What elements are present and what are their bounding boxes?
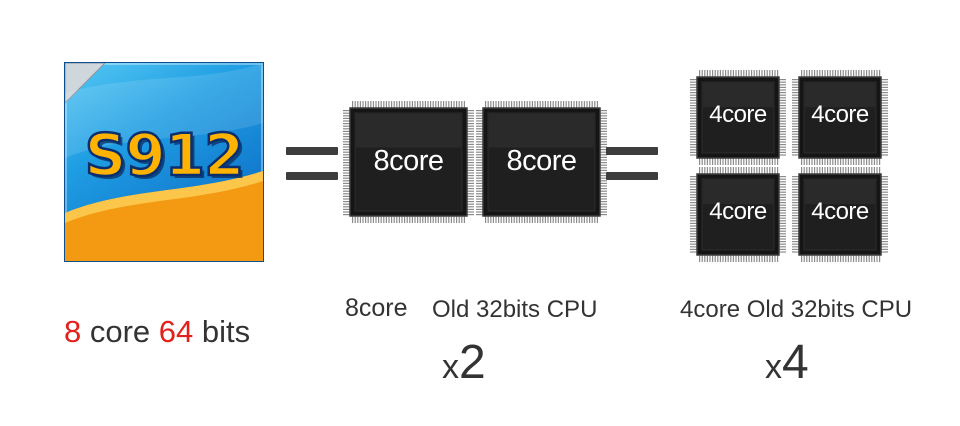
s912-caption-bit-count: 64 bbox=[158, 314, 194, 349]
s912-chip-label: S912 bbox=[83, 120, 245, 191]
group-8core-caption-a: 8core bbox=[345, 294, 408, 322]
chip-4core-2-label: 4core bbox=[811, 101, 869, 128]
group-8core-multiplier-number: 2 bbox=[459, 336, 486, 389]
chip-4core-2-graphic bbox=[792, 70, 888, 165]
s912-caption: 8 core 64 bits bbox=[64, 314, 250, 350]
group-4core-caption: 4core Old 32bits CPU bbox=[680, 296, 913, 323]
equals-sign-2 bbox=[606, 143, 658, 183]
s912-chip-background bbox=[65, 63, 263, 261]
chip-4core-3-graphic bbox=[690, 167, 786, 262]
group-4core-multiplier: x4 bbox=[765, 335, 809, 390]
chip-4core-3: 4core bbox=[690, 167, 786, 262]
chip-4core-3-label: 4core bbox=[709, 198, 767, 225]
chip-4core-4-graphic bbox=[792, 167, 888, 262]
chip-4core-4: 4core bbox=[792, 167, 888, 262]
chip-8core-2: 8core bbox=[476, 101, 607, 223]
chip-4core-1-label: 4core bbox=[709, 101, 767, 128]
group-4core-multiplier-x: x bbox=[765, 348, 782, 386]
chip-4core-1: 4core bbox=[690, 70, 786, 165]
s912-chip-image: S912 bbox=[64, 62, 264, 262]
group-4core-multiplier-number: 4 bbox=[782, 336, 809, 389]
group-8core-caption-b: Old 32bits CPU bbox=[432, 296, 598, 323]
chip-8core-1-label: 8core bbox=[373, 145, 444, 177]
chip-4core-4-label: 4core bbox=[811, 198, 869, 225]
chip-4core-2: 4core bbox=[792, 70, 888, 165]
equals-bar-bottom bbox=[606, 172, 658, 180]
chip-8core-2-graphic bbox=[476, 101, 607, 223]
chip-8core-2-label: 8core bbox=[506, 145, 577, 177]
equals-bar-top bbox=[606, 147, 658, 155]
s912-caption-core-word: core bbox=[81, 314, 159, 349]
equals-bar-top bbox=[286, 147, 338, 155]
group-8core-multiplier: x2 bbox=[442, 335, 486, 390]
s912-caption-core-count: 8 bbox=[64, 314, 82, 349]
chip-4core-1-graphic bbox=[690, 70, 786, 165]
group-8core-multiplier-x: x bbox=[442, 348, 459, 386]
equals-bar-bottom bbox=[286, 172, 338, 180]
equals-sign-1 bbox=[286, 143, 338, 183]
chip-8core-1: 8core bbox=[343, 101, 474, 223]
s912-caption-bits-word: bits bbox=[193, 314, 251, 349]
chip-8core-1-graphic bbox=[343, 101, 474, 223]
